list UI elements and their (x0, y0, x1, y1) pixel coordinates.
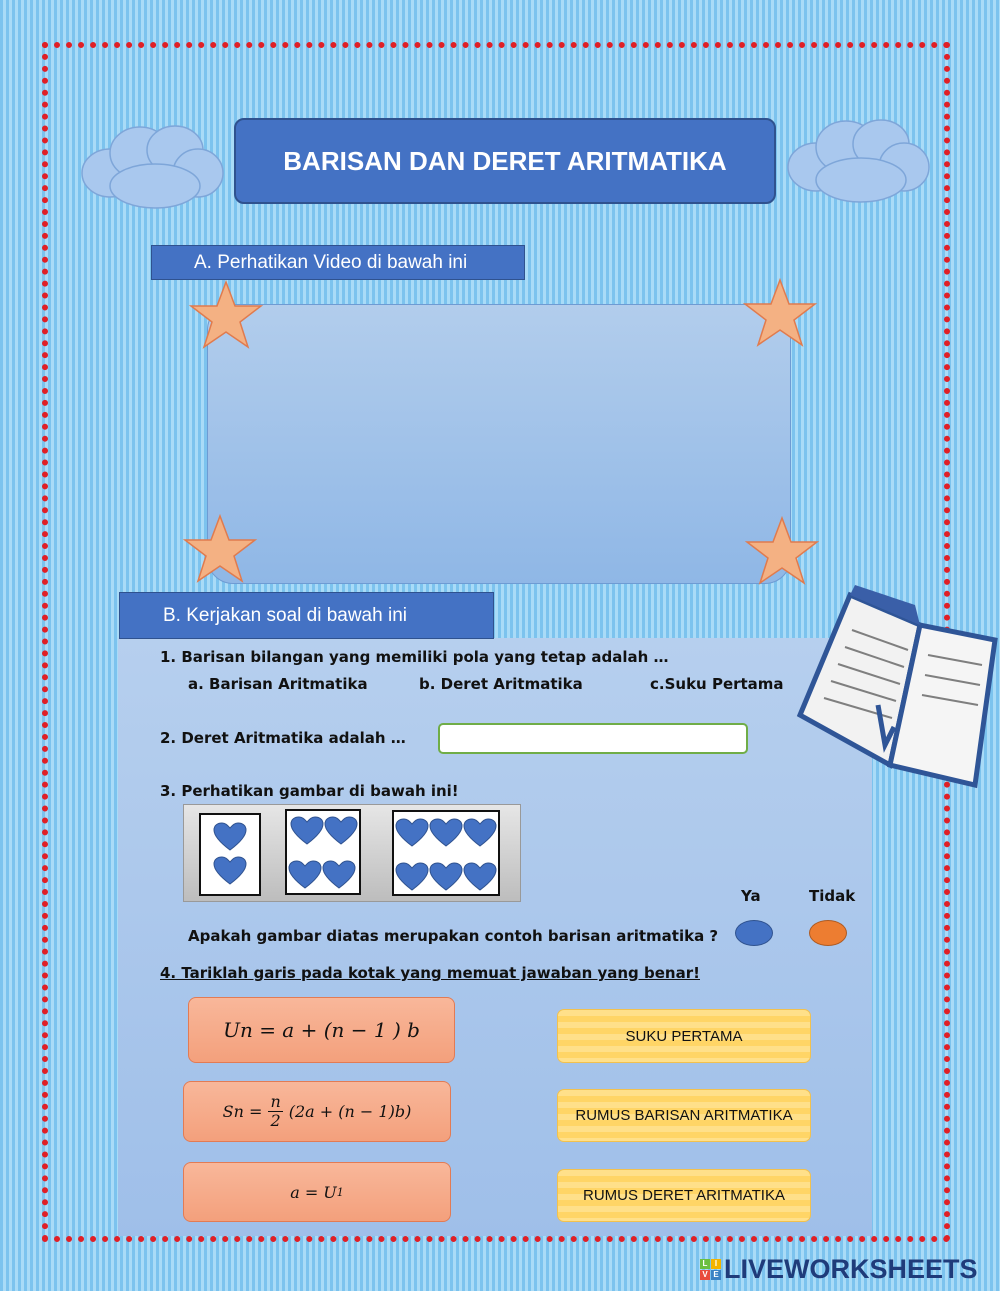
logo-mark-letter: V (700, 1270, 710, 1280)
liveworksheets-logo-mark: L I V E (700, 1259, 721, 1280)
star-icon (744, 516, 820, 585)
heart-icon (463, 862, 497, 891)
page-title: BARISAN DAN DERET ARITMATIKA (234, 118, 776, 204)
section-a-heading: A. Perhatikan Video di bawah ini (151, 245, 525, 280)
q1-option-b[interactable]: b. Deret Aritmatika (419, 675, 583, 693)
question-1-text: 1. Barisan bilangan yang memiliki pola y… (160, 648, 669, 666)
question-3-text: 3. Perhatikan gambar di bawah ini! (160, 782, 459, 800)
heart-icon (395, 862, 429, 891)
answer-rumus-deret[interactable]: RUMUS DERET ARITMATIKA (557, 1169, 811, 1222)
q1-option-a[interactable]: a. Barisan Aritmatika (188, 675, 368, 693)
heart-icon (429, 818, 463, 847)
heart-icon (288, 860, 322, 889)
formula-sn-denominator: 2 (270, 1111, 281, 1130)
heart-icon (324, 816, 358, 845)
question-4-label: 4. Tariklah garis pada kotak yang memuat… (160, 964, 700, 982)
formula-un-box[interactable]: Un = a + (n − 1 ) b (188, 997, 455, 1063)
star-icon (182, 514, 258, 583)
section-b-heading: B. Kerjakan soal di bawah ini (119, 592, 494, 639)
no-label: Tidak (809, 887, 856, 905)
formula-a-subscript: 1 (336, 1185, 344, 1199)
open-book-icon (796, 585, 998, 789)
question-3-prompt: Apakah gambar diatas merupakan contoh ba… (188, 927, 719, 945)
star-icon (742, 278, 818, 347)
cloud-icon (81, 125, 224, 209)
star-icon (188, 280, 264, 349)
heart-icon (463, 818, 497, 847)
question-4-text: 4. Tariklah garis pada kotak yang memuat… (160, 964, 700, 982)
yes-label: Ya (741, 887, 761, 905)
heart-icon (213, 856, 247, 885)
q1-option-c[interactable]: c.Suku Pertama (650, 675, 784, 693)
logo-mark-letter: E (711, 1270, 721, 1280)
heart-icon (322, 860, 356, 889)
heart-icon (290, 816, 324, 845)
heart-icon (429, 862, 463, 891)
formula-sn-fraction: n 2 (268, 1092, 283, 1130)
formula-sn-numerator: n (268, 1092, 283, 1112)
answer-suku-pertama[interactable]: SUKU PERTAMA (557, 1009, 811, 1063)
no-radio[interactable] (809, 920, 847, 946)
answer-rumus-barisan[interactable]: RUMUS BARISAN ARITMATIKA (557, 1089, 811, 1142)
video-placeholder[interactable] (207, 304, 791, 584)
logo-mark-letter: L (700, 1259, 710, 1269)
formula-sn-right: (2a + (n − 1)b) (288, 1102, 412, 1121)
formula-un: Un = a + (n − 1 ) b (223, 1018, 420, 1042)
yes-radio[interactable] (735, 920, 773, 946)
formula-sn-box[interactable]: Sn = n 2 (2a + (n − 1)b) (183, 1081, 451, 1142)
liveworksheets-logo-text: LIVEWORKSHEETS (724, 1254, 978, 1284)
formula-sn-left: Sn = (222, 1102, 263, 1121)
liveworksheets-logo: L I V E LIVEWORKSHEETS (700, 1254, 978, 1285)
cloud-icon (787, 119, 930, 203)
heart-icon (395, 818, 429, 847)
heart-icon (213, 822, 247, 851)
question-2-text: 2. Deret Aritmatika adalah … (160, 729, 406, 747)
logo-mark-letter: I (711, 1259, 721, 1269)
formula-a: a = U (290, 1182, 337, 1202)
q2-answer-input[interactable] (438, 723, 748, 754)
